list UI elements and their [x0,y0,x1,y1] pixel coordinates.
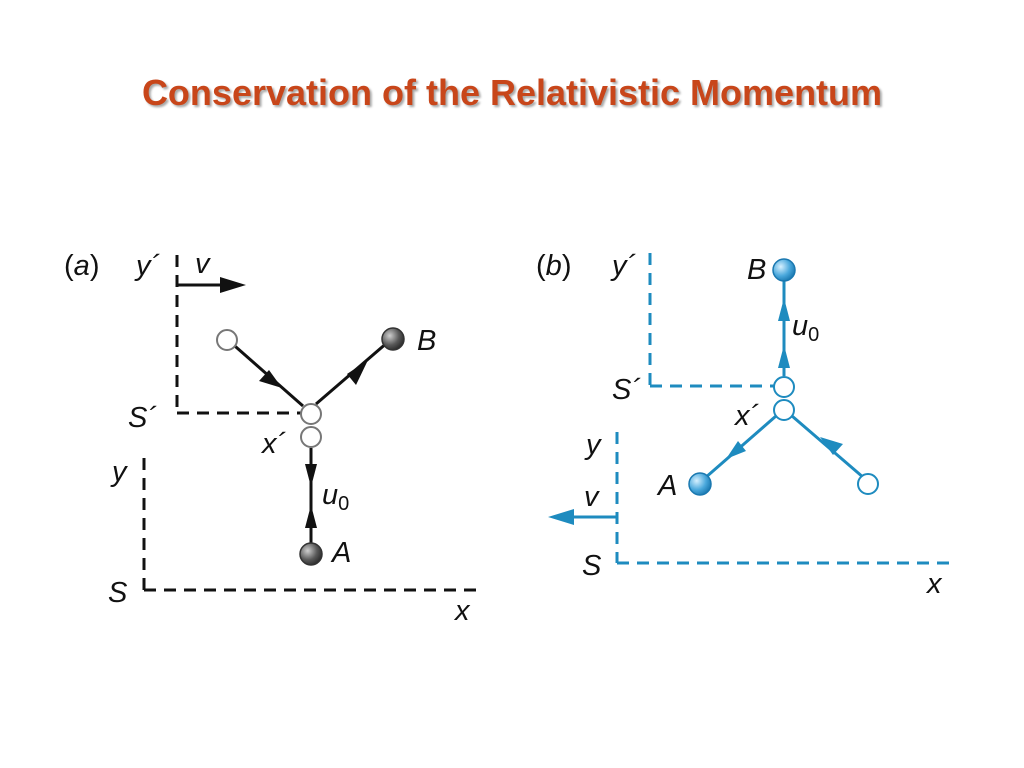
collision-ball-lower-b [773,399,795,421]
y-label-a: y [110,456,128,488]
s-prime-label-a: S´ [128,402,157,434]
panel-a: (a) y´ v S´ x´ y u0 A B S x [64,248,478,627]
ball-b-label-a: B [417,325,436,357]
u0-label-a: u0 [322,479,349,515]
ball-a-blue [688,472,712,496]
panel-b: (b) y´ B u0 S´ x´ y A v S x [536,250,950,600]
s-prime-frame-a [175,255,305,415]
panel-a-tag: (a) [64,250,99,282]
s-label-a: S [108,577,128,609]
ball-b-label-b: B [747,254,766,286]
s-label-b: S [582,550,602,582]
v-label-a: v [195,248,211,280]
collision-ball-upper-a [300,403,322,425]
velocity-arrow-b [548,509,617,525]
ball-a-label-a: A [330,537,351,569]
y-prime-label-a: y´ [134,250,161,282]
x-prime-label-b: x´ [733,400,760,432]
s-prime-label-b: S´ [612,374,641,406]
y-prime-label-b: y´ [610,250,637,282]
u0-label-b: u0 [792,310,819,346]
collision-ball-upper-b [773,376,795,398]
direction-arrowheads-a [259,360,368,528]
s-prime-frame-b [648,253,776,388]
x-label-b: x [925,568,943,600]
v-label-b: v [584,481,600,513]
collision-ball-lower-a [300,426,322,448]
y-label-b: y [584,429,602,461]
ball-b-blue [772,258,796,282]
x-prime-label-a: x´ [260,428,287,460]
ball-b-dark [381,327,405,351]
velocity-arrow-a [177,277,246,293]
s-frame-b [615,432,950,565]
direction-arrowheads-b [726,298,843,459]
s-frame-a [142,458,478,592]
slide-title: Conservation of the Relativistic Momentu… [141,72,883,113]
ball-a-dark [299,542,323,566]
panel-b-tag: (b) [536,250,571,282]
ball-a-label-b: A [656,470,677,502]
ball-b-initial-hollow-a [216,329,238,351]
ball-a-initial-hollow-b [857,473,879,495]
x-label-a: x [453,595,471,627]
